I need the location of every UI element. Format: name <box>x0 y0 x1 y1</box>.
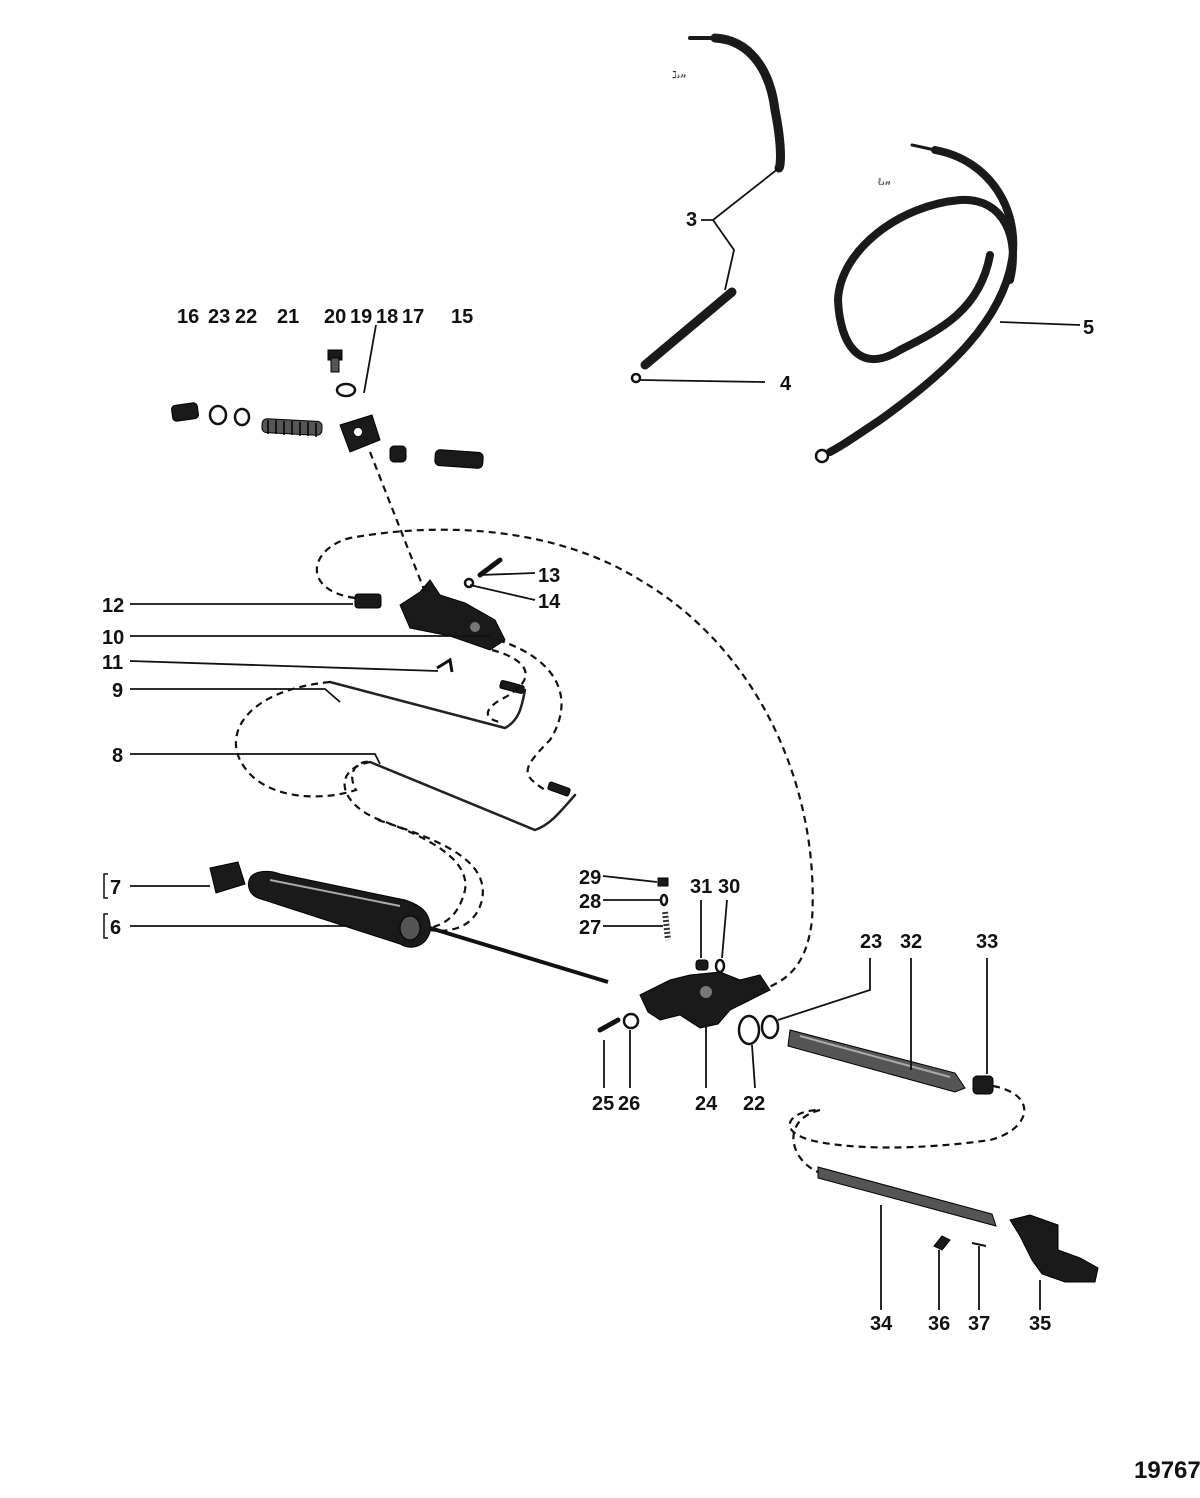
washer-part-22-top <box>233 407 251 427</box>
screw-part-25 <box>597 1017 621 1033</box>
callout-23-top: 23 <box>208 306 230 328</box>
fitting-part-12 <box>354 593 382 609</box>
callout-12: 12 <box>102 595 124 617</box>
callout-21: 21 <box>277 306 299 328</box>
pin-part-37 <box>971 1242 987 1247</box>
callout-25: 25 <box>592 1093 614 1115</box>
callout-22-bottom: 22 <box>743 1093 765 1115</box>
callout-26: 26 <box>618 1093 640 1115</box>
cap-part-7 <box>209 861 246 894</box>
shaft-part-32 <box>787 1029 966 1093</box>
washer-part-26 <box>622 1012 640 1030</box>
callout-19: 19 <box>350 306 372 328</box>
cylinder-part-6 <box>248 870 609 984</box>
fitting-part-4 <box>630 372 642 384</box>
callout-6: 6 <box>110 917 121 939</box>
nut-part-23-bottom <box>760 1014 780 1040</box>
callout-8: 8 <box>112 745 123 767</box>
callout-33: 33 <box>976 931 998 953</box>
callout-31: 31 <box>690 876 712 898</box>
part-16 <box>171 402 199 422</box>
key-part-36 <box>933 1235 951 1251</box>
callout-36: 36 <box>928 1313 950 1335</box>
callout-27: 27 <box>579 917 601 939</box>
assembly-lines <box>234 451 1026 1174</box>
callout-17: 17 <box>402 306 424 328</box>
callout-29: 29 <box>579 867 601 889</box>
callout-16: 16 <box>177 306 199 328</box>
washer-part-14 <box>463 577 475 589</box>
callout-24: 24 <box>695 1093 718 1115</box>
callout-3: 3 <box>686 209 697 231</box>
leader-lines <box>129 167 1081 1310</box>
bracket-part-24 <box>639 971 771 1029</box>
diagram-number: 19767 <box>1134 1457 1200 1484</box>
callout-14: 14 <box>538 591 561 613</box>
callout-35: 35 <box>1029 1313 1051 1335</box>
valve-body-part-10 <box>399 579 506 651</box>
svg-text:ℷ𝓈𝓃: ℷ𝓈𝓃 <box>672 70 687 81</box>
o-ring-part-19 <box>335 382 357 398</box>
callout-11: 11 <box>102 652 123 674</box>
callout-22-top: 22 <box>235 306 257 328</box>
svg-text:ℓ𝓈𝓃: ℓ𝓈𝓃 <box>878 177 891 188</box>
bushing-part-17 <box>389 445 407 463</box>
o-ring-part-30 <box>714 958 726 974</box>
callout-labels: 3 4 5 16 23 22 21 20 19 18 17 15 13 14 1… <box>102 209 1200 1484</box>
o-ring-part-28 <box>659 893 669 907</box>
callout-18: 18 <box>376 306 398 328</box>
spring-part-27 <box>662 911 671 941</box>
tube-part-8 <box>368 760 577 832</box>
callout-32: 32 <box>900 931 922 953</box>
pin-part-11 <box>436 657 454 673</box>
hose-part-5: ℓ𝓈𝓃 <box>814 143 1018 464</box>
callout-30: 30 <box>718 876 740 898</box>
pin-part-29 <box>657 877 669 887</box>
bolt-part-13 <box>477 557 503 578</box>
seal-part-22-bottom <box>737 1014 761 1046</box>
callout-28: 28 <box>579 891 601 913</box>
callout-7: 7 <box>110 877 121 899</box>
callout-4: 4 <box>780 373 792 395</box>
callout-10: 10 <box>102 627 124 649</box>
callout-34: 34 <box>870 1313 893 1335</box>
callout-23-bottom: 23 <box>860 931 882 953</box>
callout-9: 9 <box>112 680 123 702</box>
callout-15: 15 <box>451 306 473 328</box>
callout-13: 13 <box>538 565 560 587</box>
hose-part-3: ℷ𝓈𝓃 <box>640 33 785 370</box>
part-31 <box>695 959 709 971</box>
washer-part-23-top <box>208 404 228 426</box>
screw-part-20 <box>327 349 343 373</box>
tube-part-9 <box>328 679 527 730</box>
nut-part-33 <box>972 1075 994 1095</box>
handle-part-35 <box>1009 1214 1099 1283</box>
callout-20: 20 <box>324 306 346 328</box>
block-part-18 <box>339 414 381 453</box>
sleeve-part-15 <box>434 449 484 469</box>
callout-5: 5 <box>1083 317 1094 339</box>
shaft-part-34 <box>817 1166 997 1227</box>
threaded-rod-part-21 <box>261 418 323 437</box>
callout-37: 37 <box>968 1313 990 1335</box>
